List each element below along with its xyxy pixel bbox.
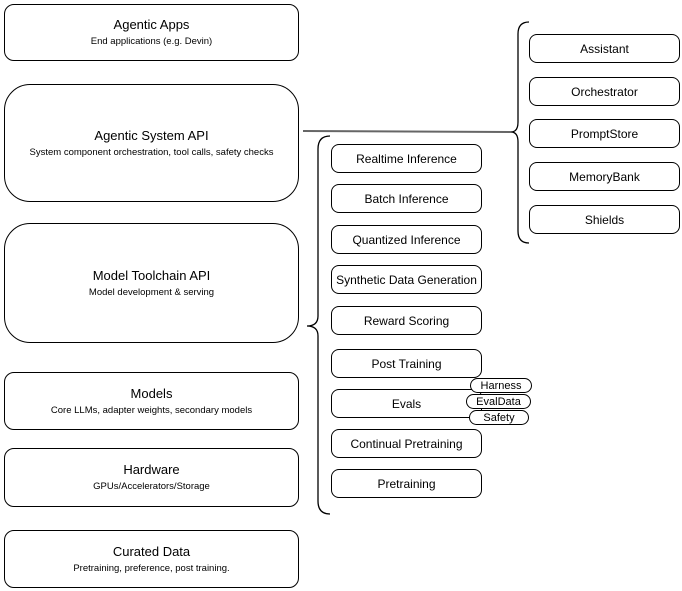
pill-harness: Harness	[470, 378, 532, 393]
node-subtitle: GPUs/Accelerators/Storage	[93, 481, 210, 493]
node-subtitle: System component orchestration, tool cal…	[29, 146, 274, 158]
pill-safety: Safety	[469, 410, 529, 425]
node-title: Model Toolchain API	[92, 267, 211, 283]
node-label: PromptStore	[570, 126, 639, 141]
toolchain-brace	[306, 135, 331, 515]
node-models: Models Core LLMs, adapter weights, secon…	[4, 372, 299, 430]
node-subtitle: Model development & serving	[88, 286, 215, 298]
node-promptstore: PromptStore	[529, 119, 680, 148]
node-evals: Evals	[331, 389, 482, 418]
node-label: Orchestrator	[571, 84, 638, 99]
node-title: Hardware	[123, 462, 180, 478]
node-pretraining: Pretraining	[331, 469, 482, 498]
node-continual-pretraining: Continual Pretraining	[331, 429, 482, 458]
node-agentic-system-api: Agentic System API System component orch…	[4, 84, 299, 202]
node-subtitle: Core LLMs, adapter weights, secondary mo…	[50, 404, 253, 416]
node-label: Batch Inference	[364, 191, 449, 206]
node-label: Continual Pretraining	[350, 436, 463, 451]
node-hardware: Hardware GPUs/Accelerators/Storage	[4, 448, 299, 507]
node-label: Assistant	[580, 41, 629, 56]
system-components-brace	[510, 21, 530, 244]
node-title: Models	[130, 385, 173, 401]
node-title: Agentic System API	[94, 127, 209, 143]
node-title: Curated Data	[112, 543, 191, 559]
node-quantized-inference: Quantized Inference	[331, 225, 482, 254]
node-synthetic-data-generation: Synthetic Data Generation	[331, 265, 482, 294]
pill-evaldata: EvalData	[466, 394, 531, 409]
node-orchestrator: Orchestrator	[529, 77, 680, 106]
node-realtime-inference: Realtime Inference	[331, 144, 482, 173]
node-label: MemoryBank	[569, 169, 640, 184]
node-label: Shields	[584, 212, 625, 227]
system-api-connector-line	[302, 130, 512, 133]
node-title: Agentic Apps	[113, 17, 190, 33]
node-assistant: Assistant	[529, 34, 680, 63]
node-reward-scoring: Reward Scoring	[331, 306, 482, 335]
node-curated-data: Curated Data Pretraining, preference, po…	[4, 530, 299, 588]
node-label: Evals	[391, 396, 422, 411]
node-subtitle: End applications (e.g. Devin)	[90, 36, 213, 48]
node-label: Pretraining	[377, 476, 436, 491]
node-shields: Shields	[529, 205, 680, 234]
node-label: Synthetic Data Generation	[336, 272, 477, 287]
pill-label: EvalData	[476, 395, 521, 408]
node-batch-inference: Batch Inference	[331, 184, 482, 213]
node-model-toolchain-api: Model Toolchain API Model development & …	[4, 223, 299, 343]
pill-label: Harness	[480, 379, 522, 392]
node-label: Post Training	[371, 356, 442, 371]
node-memorybank: MemoryBank	[529, 162, 680, 191]
node-label: Quantized Inference	[352, 232, 461, 247]
node-agentic-apps: Agentic Apps End applications (e.g. Devi…	[4, 4, 299, 61]
node-post-training: Post Training	[331, 349, 482, 378]
node-label: Reward Scoring	[363, 313, 450, 328]
node-subtitle: Pretraining, preference, post training.	[73, 562, 230, 574]
pill-label: Safety	[483, 411, 515, 424]
node-label: Realtime Inference	[356, 151, 457, 166]
